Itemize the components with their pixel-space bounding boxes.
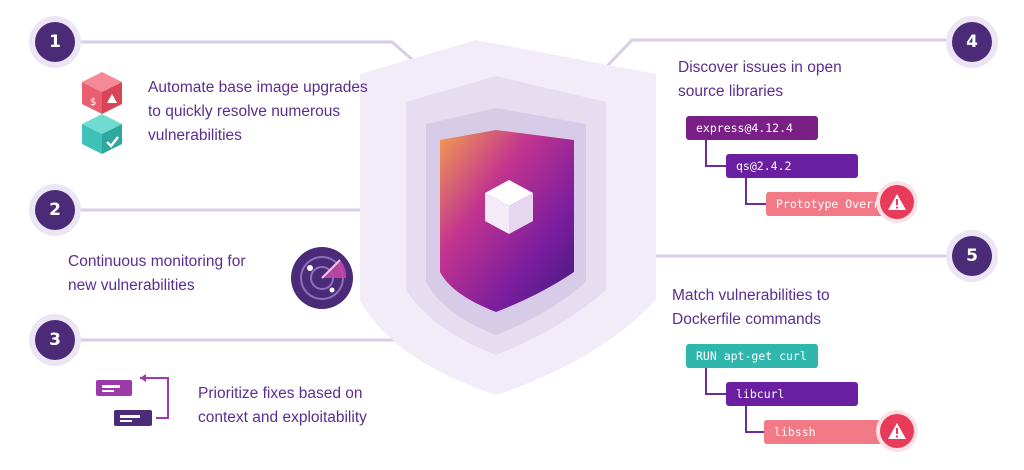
docker-issue-chip: libssh xyxy=(764,420,888,444)
cube-stack-icon: $ xyxy=(82,72,122,154)
step-4-line-1: Discover issues in open xyxy=(678,59,842,76)
step-2-badge: 2 xyxy=(35,190,75,230)
step-1-line-1: Automate base image upgrades xyxy=(148,79,368,96)
step-4-badge: 4 xyxy=(952,22,992,62)
step-5-badge: 5 xyxy=(952,236,992,276)
step-5-line-1: Match vulnerabilities to xyxy=(672,287,830,304)
swap-cards-icon xyxy=(96,374,169,426)
step-1-badge: 1 xyxy=(35,22,75,62)
step-2-text: Continuous monitoring for new vulnerabil… xyxy=(68,250,246,298)
step-5-text: Match vulnerabilities to Dockerfile comm… xyxy=(672,284,830,332)
warning-icon xyxy=(880,414,914,448)
step-2-line-1: Continuous monitoring for xyxy=(68,253,246,270)
step-3-line-1: Prioritize fixes based on xyxy=(198,385,363,402)
step-3-badge: 3 xyxy=(35,320,75,360)
tree-lines xyxy=(705,140,766,433)
svg-text:$: $ xyxy=(90,97,96,108)
step-1-line-2: to quickly resolve numerous xyxy=(148,103,341,120)
warning-icon xyxy=(880,185,914,219)
dep-child-chip: qs@2.4.2 xyxy=(726,154,858,178)
warning-triangle xyxy=(888,423,906,439)
step-2-line-2: new vulnerabilities xyxy=(68,277,195,294)
cube-icon xyxy=(485,180,533,234)
docker-command-chip: RUN apt-get curl xyxy=(686,344,818,368)
step-4-text: Discover issues in open source libraries xyxy=(678,56,842,104)
dep-issue-chip: Prototype Override xyxy=(766,192,884,216)
step-5-line-2: Dockerfile commands xyxy=(672,311,822,328)
radar-icon xyxy=(291,247,353,309)
docker-child-chip: libcurl xyxy=(726,382,858,406)
dep-root-chip: express@4.12.4 xyxy=(686,116,818,140)
step-3-line-2: context and exploitability xyxy=(198,409,367,426)
step-1-text: Automate base image upgrades to quickly … xyxy=(148,76,368,148)
step-4-line-2: source libraries xyxy=(678,83,784,100)
step-3-text: Prioritize fixes based on context and ex… xyxy=(198,382,367,430)
warning-triangle xyxy=(888,194,906,210)
step-1-line-3: vulnerabilities xyxy=(148,127,242,144)
